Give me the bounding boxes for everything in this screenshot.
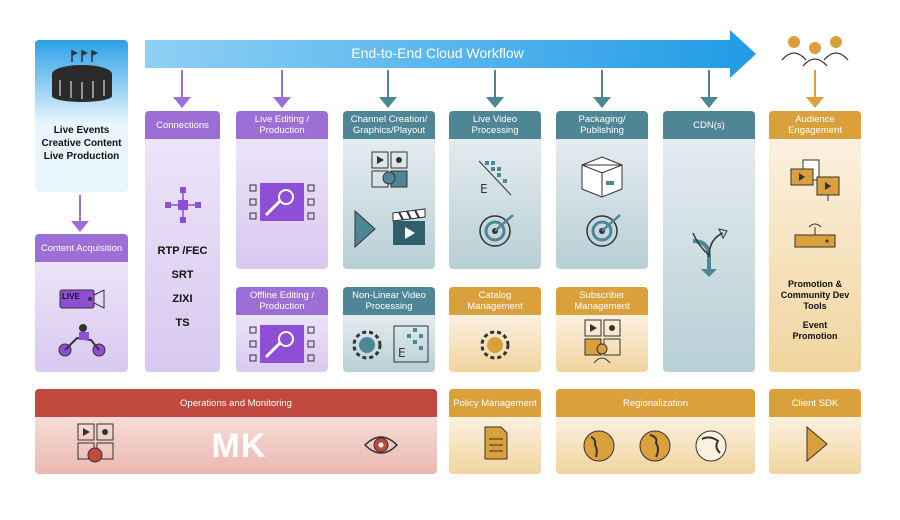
source-line: Creative Content [41, 138, 122, 149]
channel-creation-card: Channel Creation/ Graphics/Playout [343, 111, 435, 269]
connections-title: Connections [145, 111, 220, 139]
live-editing-card: Live Editing / Production [236, 111, 328, 269]
svg-text:E: E [480, 182, 488, 196]
eye-icon [363, 436, 399, 454]
mk-logo: MK [211, 427, 267, 465]
cdn-title: CDN(s) [663, 111, 755, 139]
multi-screen-icon [790, 159, 840, 201]
audience-text2: Event Promotion [792, 320, 838, 341]
catalog-card: Catalog Management [449, 287, 541, 372]
document-icon [484, 426, 508, 460]
policy-card: Policy Management [449, 389, 541, 474]
multiview-user-icon [584, 319, 621, 364]
cdn-card: CDN(s) [663, 111, 755, 372]
live-camera-icon [59, 289, 105, 309]
video-edit-icon [249, 183, 315, 221]
source-line: Live Events [53, 125, 110, 136]
content-acquisition-title: Content Acquisition [35, 234, 128, 262]
source-line: Live Production [43, 151, 120, 162]
policy-title: Policy Management [449, 389, 541, 417]
offline-editing-title: Offline Editing / Production [236, 287, 328, 315]
audience-people-icon [781, 36, 849, 67]
encoding-icon: E [478, 160, 512, 196]
packaging-title: Packaging/ Publishing [556, 111, 648, 139]
nonlinear-card: Non-Linear Video Processing E [343, 287, 435, 372]
regionalization-card: Regionalization [556, 389, 755, 474]
protocol-item: RTP /FEC [157, 245, 208, 257]
network-node-icon [165, 187, 201, 223]
multiview-icon [371, 151, 408, 188]
operations-title: Operations and Monitoring [35, 389, 437, 417]
audience-card: Audience Engagement Promotion & Communit… [769, 111, 861, 372]
live-badge: LIVE [62, 292, 80, 301]
globe-europe-africa-icon [639, 430, 671, 462]
regionalization-title: Regionalization [556, 389, 755, 417]
subscriber-card: Subscriber Management [556, 287, 648, 372]
connections-card: Connections RTP /FEC SRT ZIXI TS [145, 111, 220, 372]
video-edit-icon [249, 325, 315, 363]
client-sdk-card: Client SDK [769, 389, 861, 474]
offline-editing-card: Offline Editing / Production [236, 287, 328, 372]
subscriber-title: Subscriber Management [556, 287, 648, 315]
protocol-item: ZIXI [172, 293, 193, 305]
gear-icon [352, 330, 382, 360]
channel-creation-title: Channel Creation/ Graphics/Playout [343, 111, 435, 139]
router-icon [794, 223, 836, 248]
clapperboard-icon [392, 208, 426, 245]
multiview-icon [77, 423, 114, 463]
target-icon [586, 214, 621, 247]
source-card: Live Events Creative Content Live Produc… [35, 40, 128, 192]
play-icon [806, 425, 828, 463]
live-editing-title: Live Editing / Production [236, 111, 328, 139]
globe-asia-icon [695, 430, 727, 462]
content-acquisition-card: Content Acquisition LIVE [35, 234, 128, 372]
workflow-banner-label: End-to-End Cloud Workflow [351, 45, 524, 61]
svg-text:E: E [398, 346, 406, 360]
play-triangle-icon [354, 209, 376, 249]
live-video-title: Live Video Processing [449, 111, 541, 139]
packaging-card: Packaging/ Publishing [556, 111, 648, 269]
audience-title: Audience Engagement [769, 111, 861, 139]
stadium-icon [52, 50, 112, 102]
package-box-icon [581, 156, 623, 198]
motorcycle-camera-icon [58, 324, 106, 357]
gear-icon [480, 330, 510, 360]
encoding-icon: E [393, 325, 429, 363]
audience-text1: Promotion & Community Dev Tools [780, 279, 850, 311]
globe-americas-icon [583, 430, 615, 462]
catalog-title: Catalog Management [449, 287, 541, 315]
client-sdk-title: Client SDK [769, 389, 861, 417]
operations-card: Operations and Monitoring MK [35, 389, 437, 474]
nonlinear-title: Non-Linear Video Processing [343, 287, 435, 315]
protocol-item: TS [175, 317, 190, 329]
workflow-arrow [145, 30, 756, 78]
target-icon [479, 214, 514, 247]
distribution-arrows-icon [692, 228, 728, 277]
protocol-item: SRT [171, 269, 194, 281]
live-video-card: Live Video Processing E [449, 111, 541, 269]
